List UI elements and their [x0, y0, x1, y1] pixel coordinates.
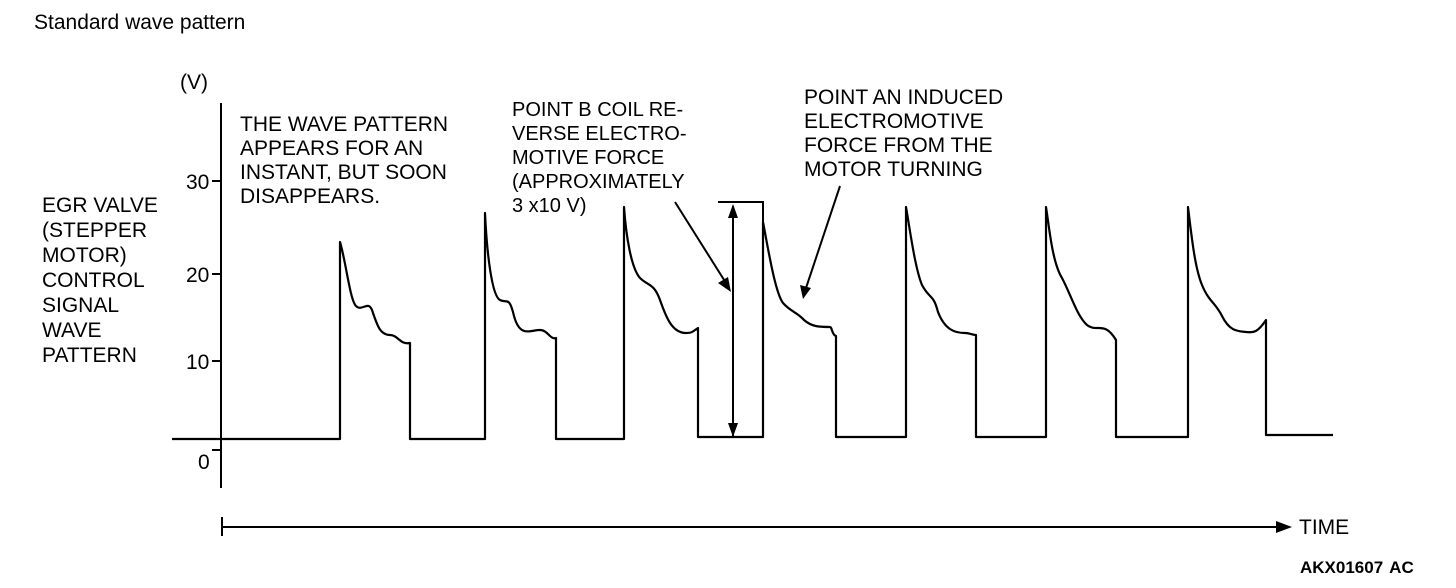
- y-label-line: CONTROL: [42, 269, 145, 292]
- annotation-line: FORCE FROM THE: [804, 134, 993, 157]
- time-axis-label: TIME: [1299, 516, 1349, 539]
- annotation-line: DISAPPEARS.: [240, 185, 380, 208]
- dimension-arrow-bottom: [728, 423, 738, 437]
- annotation-line: APPEARS FOR AN: [240, 137, 423, 160]
- y-label-line: WAVE: [42, 319, 102, 342]
- signal-waveform: [172, 205, 1333, 441]
- y-axis-unit: (V): [180, 71, 208, 94]
- annotation-line: POINT AN INDUCED: [804, 86, 1003, 109]
- y-tick-label: 0: [198, 451, 210, 474]
- annotation-line: POINT B COIL RE-: [512, 99, 683, 121]
- y-label-line: (STEPPER: [42, 219, 147, 242]
- y-tick-label: 10: [186, 351, 209, 374]
- y-tick-label: 20: [186, 264, 209, 287]
- annotation-wave-pattern: THE WAVE PATTERN APPEARS FOR AN INSTANT,…: [240, 113, 448, 208]
- annotation-line: VERSE ELECTRO-: [512, 123, 686, 145]
- annotation-line: ELECTROMOTIVE: [804, 110, 984, 133]
- reverse-emf-bracket: [718, 201, 764, 235]
- point-a-arrowhead: [800, 285, 811, 299]
- figure-code-suffix: AC: [1389, 558, 1414, 577]
- y-label-line: SIGNAL: [42, 294, 119, 317]
- y-label-line: MOTOR): [42, 244, 127, 267]
- annotation-point-b: POINT B COIL RE- VERSE ELECTRO- MOTIVE F…: [512, 99, 686, 217]
- y-label-line: EGR VALVE: [42, 194, 158, 217]
- dimension-arrow-top: [728, 204, 738, 218]
- annotation-line: 3 x10 V): [512, 195, 586, 217]
- point-b-arrowhead: [718, 277, 731, 292]
- annotation-line: (APPROXIMATELY: [512, 171, 685, 193]
- page-title: Standard wave pattern: [34, 11, 245, 34]
- annotation-line: THE WAVE PATTERN: [240, 113, 448, 136]
- annotation-line: INSTANT, BUT SOON: [240, 161, 447, 184]
- figure-code: AKX01607 AC: [1300, 558, 1414, 577]
- point-a-leader-line: [805, 185, 841, 289]
- figure-code-id: AKX01607: [1300, 558, 1383, 577]
- y-axis-description: EGR VALVE (STEPPER MOTOR) CONTROL SIGNAL…: [42, 194, 158, 367]
- y-label-line: PATTERN: [42, 344, 137, 367]
- annotation-line: MOTOR TURNING: [804, 158, 983, 181]
- annotation-point-a: POINT AN INDUCED ELECTROMOTIVE FORCE FRO…: [804, 86, 1003, 181]
- annotation-line: MOTIVE FORCE: [512, 147, 664, 169]
- point-b-leader-line: [674, 201, 727, 284]
- y-tick-label: 30: [186, 171, 209, 194]
- time-axis-arrowhead: [1276, 521, 1292, 533]
